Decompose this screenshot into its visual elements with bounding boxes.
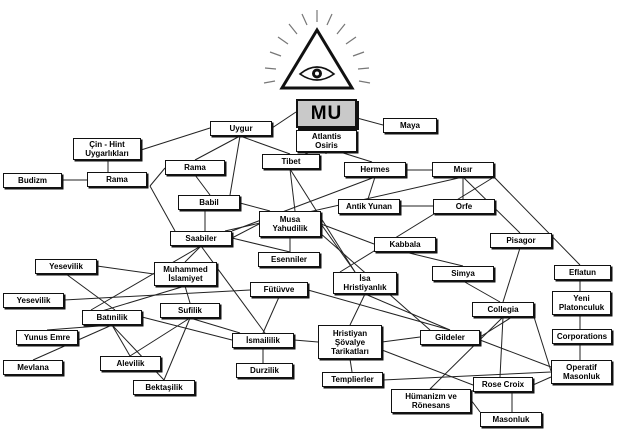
connector-line [194, 135, 241, 161]
connector-line [493, 176, 581, 266]
node-babil: Babil [178, 195, 240, 210]
node-musa-yahudilik: Musa Yahudilik [259, 211, 321, 237]
connector-line [262, 296, 280, 334]
connector-line [184, 245, 202, 263]
connector-line [307, 289, 451, 331]
node-rama: Rama [87, 172, 147, 187]
connector-line [479, 316, 513, 338]
node-simya: Simya [432, 266, 494, 281]
connector-line [239, 202, 271, 212]
connector-line [339, 176, 495, 273]
connector-line [382, 371, 552, 381]
all-seeing-eye-pyramid-icon [263, 10, 371, 90]
connector-line [479, 339, 552, 368]
node-yesevilik: Yesevilik [3, 293, 64, 308]
node-corporations: Corporations [552, 329, 612, 344]
connector-line [381, 336, 421, 343]
node-masonluk: Masonluk [480, 412, 542, 427]
connector-line [462, 280, 501, 303]
node-budizm: Budizm [3, 173, 62, 188]
node-pisagor: Pisagor [490, 233, 552, 248]
node-rama-top: Rama [165, 160, 225, 175]
node-cin-hint: Çin - Hint Uygarlıkları [73, 138, 141, 160]
node-isa-hristiyanlik: İsa Hristiyanlık [333, 272, 397, 294]
connector-line [141, 316, 233, 341]
node-durzilik: Durzilik [236, 363, 293, 378]
connector-line [231, 237, 291, 253]
node-ismaililik: İsmaililik [232, 333, 294, 348]
connector-line [364, 293, 451, 331]
node-misir: Mısır [432, 162, 494, 177]
connector-line [111, 324, 165, 381]
connector-line [149, 185, 176, 232]
connector-line [184, 285, 191, 304]
connector-line [429, 316, 504, 390]
connector-line [356, 117, 384, 126]
node-bektasilik: Bektaşilik [133, 380, 195, 395]
connector-line [470, 399, 481, 413]
node-muhammed-islamiyet: Muhammed İslamiyet [154, 262, 217, 286]
node-esenniler: Esenniler [258, 252, 320, 267]
connector-line [231, 176, 376, 232]
connector-line [189, 317, 241, 334]
connector-line [404, 251, 464, 267]
connector-line [367, 176, 376, 200]
node-humanizm-ronesans: Hümanizm ve Rönesans [391, 389, 471, 413]
node-operatif-masonluk: Operatif Masonluk [551, 360, 612, 384]
node-kabbala: Kabbala [374, 237, 436, 252]
node-eflatun: Eflatun [554, 265, 611, 280]
node-hermes: Hermes [344, 162, 406, 177]
connector-line [349, 358, 353, 373]
connector-line [293, 339, 319, 343]
connector-line [289, 168, 296, 212]
connector-line [163, 317, 191, 381]
connector-line [239, 135, 291, 155]
node-sufilik: Sufilik [160, 303, 220, 318]
connector-line [96, 265, 155, 275]
node-yeni-platonculuk: Yeni Platonculuk [552, 291, 611, 315]
node-saabiler: Saabiler [170, 231, 232, 246]
node-rose-croix: Rose Croix [473, 377, 533, 392]
node-yesevilik-top: Yesevilik [35, 259, 97, 274]
node-alevilik: Alevilik [100, 356, 161, 371]
connector-line [149, 167, 166, 187]
node-orfe: Orfe [433, 199, 495, 214]
node-mevlana: Mevlana [3, 360, 63, 375]
connector-line [65, 273, 116, 311]
node-mu: MU [296, 99, 357, 128]
connector-line [349, 293, 366, 326]
connector-line [90, 245, 202, 311]
node-templierler: Templierler [322, 372, 383, 387]
node-atlantis-osiris: Atlantis Osiris [296, 130, 357, 152]
connector-line [271, 111, 297, 129]
connector-line [63, 289, 251, 301]
node-yunus-emre: Yunus Emre [16, 330, 78, 345]
node-futuvve: Fütüvve [250, 282, 308, 297]
connector-line [111, 324, 131, 357]
connector-line [381, 349, 474, 386]
connector-line [194, 174, 211, 196]
connector-line [320, 223, 375, 245]
node-maya: Maya [383, 118, 437, 133]
connector-line [499, 316, 504, 378]
node-collegia: Collegia [472, 302, 534, 317]
connector-line [339, 151, 373, 163]
connector-line [140, 127, 211, 151]
connector-line [320, 223, 356, 273]
connector-line [129, 317, 191, 357]
node-tibet: Tibet [262, 154, 320, 169]
connector-line [533, 316, 552, 372]
node-uygur: Uygur [210, 121, 272, 136]
node-antik-yunan: Antik Yunan [338, 199, 400, 214]
connector-line [532, 376, 552, 386]
node-batinilik: Batınilik [82, 310, 142, 325]
connector-line [200, 245, 266, 334]
connector-line [229, 135, 241, 196]
connector-line [231, 223, 260, 239]
connector-line [502, 247, 521, 303]
node-gildeler: Gildeler [420, 330, 480, 345]
connector-line [46, 324, 113, 331]
node-hristiyan-sovalye-tarikatlari: Hristiyan Şövalye Tarikatları [318, 325, 382, 359]
